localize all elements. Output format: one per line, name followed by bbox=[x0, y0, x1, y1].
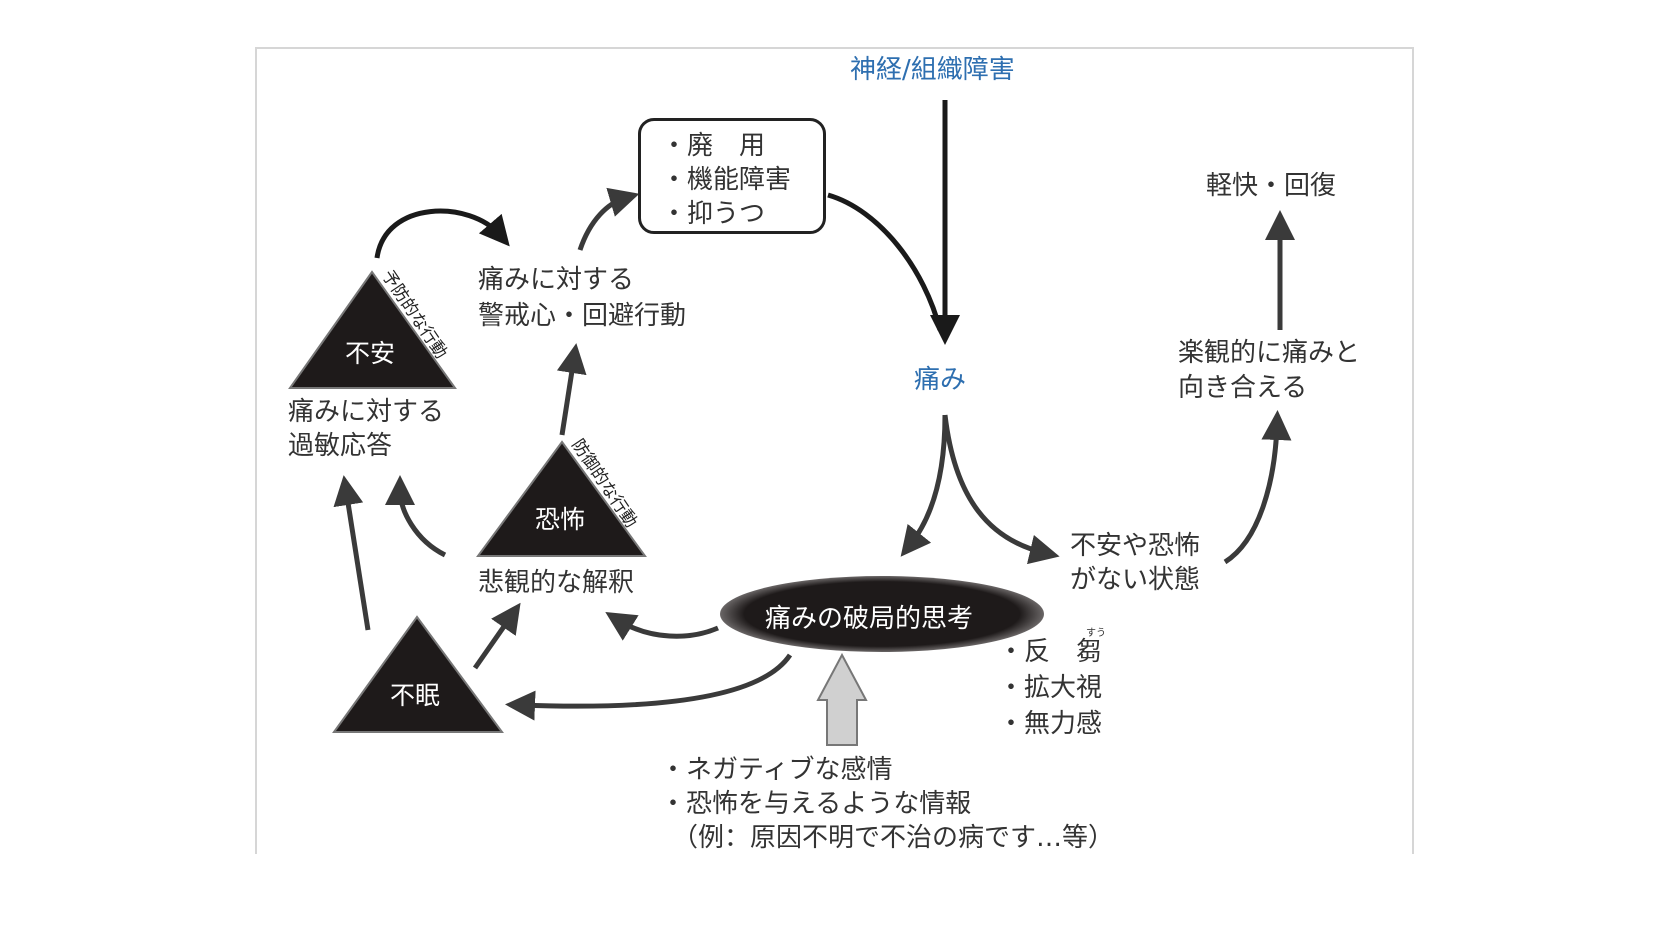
rumination-ruby: すう bbox=[1086, 628, 1106, 639]
optimistic-line-1: 楽観的に痛みと bbox=[1178, 338, 1361, 368]
catastrophizing-item-rumination: ・反 芻 bbox=[998, 637, 1103, 667]
hypersensitivity-line-1: 痛みに対する bbox=[288, 397, 445, 427]
arrow-box-to-pain bbox=[827, 192, 943, 331]
vigilance-line-2: 警戒心・回避行動 bbox=[478, 301, 687, 331]
input-line-1: ・ネガティブな感情 bbox=[660, 755, 893, 785]
box-item-disuse: ・廃 用 bbox=[661, 131, 766, 161]
figure-frame bbox=[255, 47, 1414, 854]
arrow-pain-to-no-fear bbox=[942, 414, 1060, 565]
pain-label: 痛み bbox=[914, 365, 967, 395]
anxiety-triangle bbox=[288, 270, 457, 389]
insomnia-triangle bbox=[332, 615, 504, 733]
arrow-insomnia-to-pessimistic bbox=[472, 602, 521, 670]
input-line-3: （例：原因不明で不治の病です…等） bbox=[672, 823, 1115, 853]
arrow-pain-to-catastrophizing bbox=[900, 414, 948, 557]
arrow-fear-to-vigilance bbox=[556, 343, 587, 436]
arrow-insomnia-to-hypersensitivity bbox=[333, 475, 371, 631]
arrow-catastrophizing-to-insomnia bbox=[505, 653, 793, 721]
arrow-no-fear-to-optimistic bbox=[1223, 410, 1292, 565]
arrow-pessimistic-to-hypersensitivity bbox=[385, 475, 447, 558]
box-item-depression: ・抑うつ bbox=[661, 199, 766, 229]
insomnia-label: 不眠 bbox=[390, 681, 441, 710]
catastrophizing-item-magnification: ・拡大視 bbox=[998, 673, 1103, 703]
fear-label: 恐怖 bbox=[535, 505, 586, 534]
catastrophizing-item-helplessness: ・無力感 bbox=[998, 709, 1103, 739]
no-fear-line-2: がない状態 bbox=[1070, 565, 1201, 595]
nerve-damage-label: 神経/組織障害 bbox=[850, 55, 1015, 85]
pessimistic-label: 悲観的な解釈 bbox=[478, 568, 635, 598]
input-line-2: ・恐怖を与えるような情報 bbox=[660, 789, 972, 819]
anxiety-label: 不安 bbox=[345, 339, 396, 368]
recovery-label: 軽快・回復 bbox=[1206, 171, 1337, 201]
arrow-vigilance-to-box bbox=[577, 187, 640, 251]
arrow-anxiety-to-vigilance bbox=[374, 208, 510, 259]
catastrophizing-ellipse bbox=[720, 576, 1044, 652]
vigilance-line-1: 痛みに対する bbox=[478, 265, 635, 295]
catastrophizing-label: 痛みの破局的思考 bbox=[765, 604, 974, 634]
no-fear-line-1: 不安や恐怖 bbox=[1070, 531, 1201, 561]
hypersensitivity-line-2: 過敏応答 bbox=[288, 431, 393, 461]
outcome-box: ・廃 用 ・機能障害 ・抑うつ bbox=[638, 118, 826, 234]
optimistic-line-2: 向き合える bbox=[1178, 373, 1308, 403]
arrow-catastrophizing-to-pessimistic bbox=[605, 612, 719, 641]
input-arrow bbox=[816, 652, 868, 746]
fear-triangle bbox=[476, 440, 647, 557]
box-item-dysfunction: ・機能障害 bbox=[661, 165, 792, 195]
